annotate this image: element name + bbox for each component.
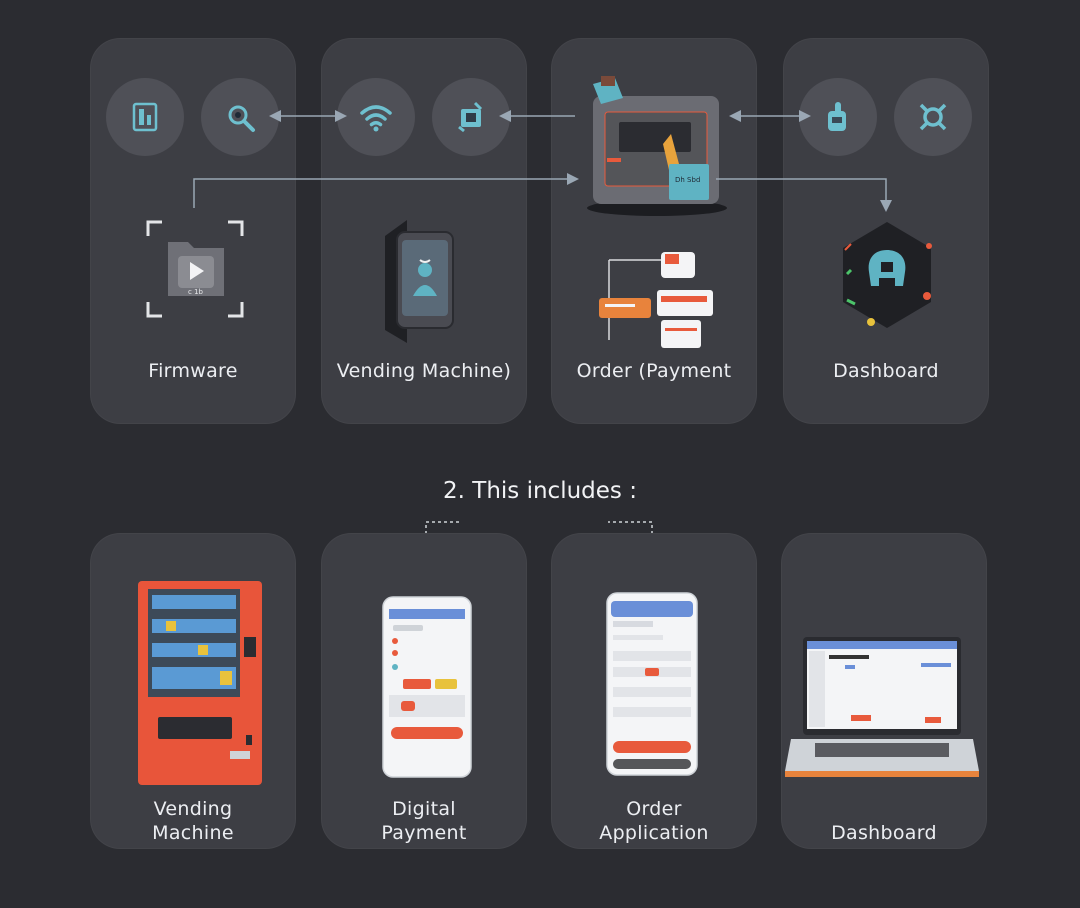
module-icon	[132, 102, 158, 132]
dashboard-hub-icon	[843, 222, 932, 328]
card-bottom-digital-payment: Digital Payment	[321, 533, 527, 849]
top-card-label: Order (Payment	[576, 360, 732, 382]
settings-search-icon	[228, 105, 255, 132]
card-bottom-order-application: Order Application	[551, 533, 757, 849]
bottom-card-label-line1: Digital	[392, 798, 456, 820]
vending-machine-icon	[138, 581, 262, 785]
card-bottom-dashboard: Dashboard	[781, 533, 987, 849]
top-card-label: Dashboard	[833, 360, 939, 382]
bottom-card-label-line2: Machine	[152, 822, 234, 844]
svg-text:c 1b: c 1b	[188, 288, 204, 296]
kiosk-icon: Dh Sbd	[587, 76, 727, 216]
touch-circle	[799, 78, 877, 156]
payment-cards-icon	[599, 252, 713, 348]
bottom-card-label-line2: Application	[599, 822, 709, 844]
firmware-folder-icon: c 1b	[146, 220, 244, 318]
card-dashboard: Dashboard	[783, 38, 989, 424]
svg-text:Dh Sbd: Dh Sbd	[675, 176, 700, 184]
bottom-card-label-line1: Vending	[153, 798, 233, 820]
card-firmware: c 1b Firmware	[90, 38, 296, 424]
bottom-card-label-line2: Dashboard	[831, 822, 937, 844]
network-icon	[919, 103, 947, 131]
settings-circle	[201, 78, 279, 156]
card-vending-machine: Vending Machine)	[321, 38, 527, 424]
wifi-icon	[360, 105, 392, 132]
order-phone-icon	[606, 592, 698, 776]
top-card-label: Firmware	[148, 360, 238, 382]
wifi-circle	[337, 78, 415, 156]
bottom-card-label-line2: Payment	[381, 822, 467, 844]
section-heading: 2. This includes :	[443, 478, 637, 504]
payment-phone-icon	[382, 596, 472, 778]
top-card-label: Vending Machine)	[336, 360, 512, 382]
phone-icon	[385, 220, 454, 343]
bottom-card-label-line1: Order	[626, 798, 682, 820]
laptop-icon	[785, 637, 979, 777]
card-order-payment: Dh Sbd Order (Payment	[551, 38, 757, 424]
chip-circle	[432, 78, 510, 156]
touch-icon	[828, 102, 846, 131]
module-circle	[106, 78, 184, 156]
network-circle	[894, 78, 972, 156]
chip-icon	[458, 101, 483, 133]
card-bottom-vending: Vending Machine	[90, 533, 296, 849]
